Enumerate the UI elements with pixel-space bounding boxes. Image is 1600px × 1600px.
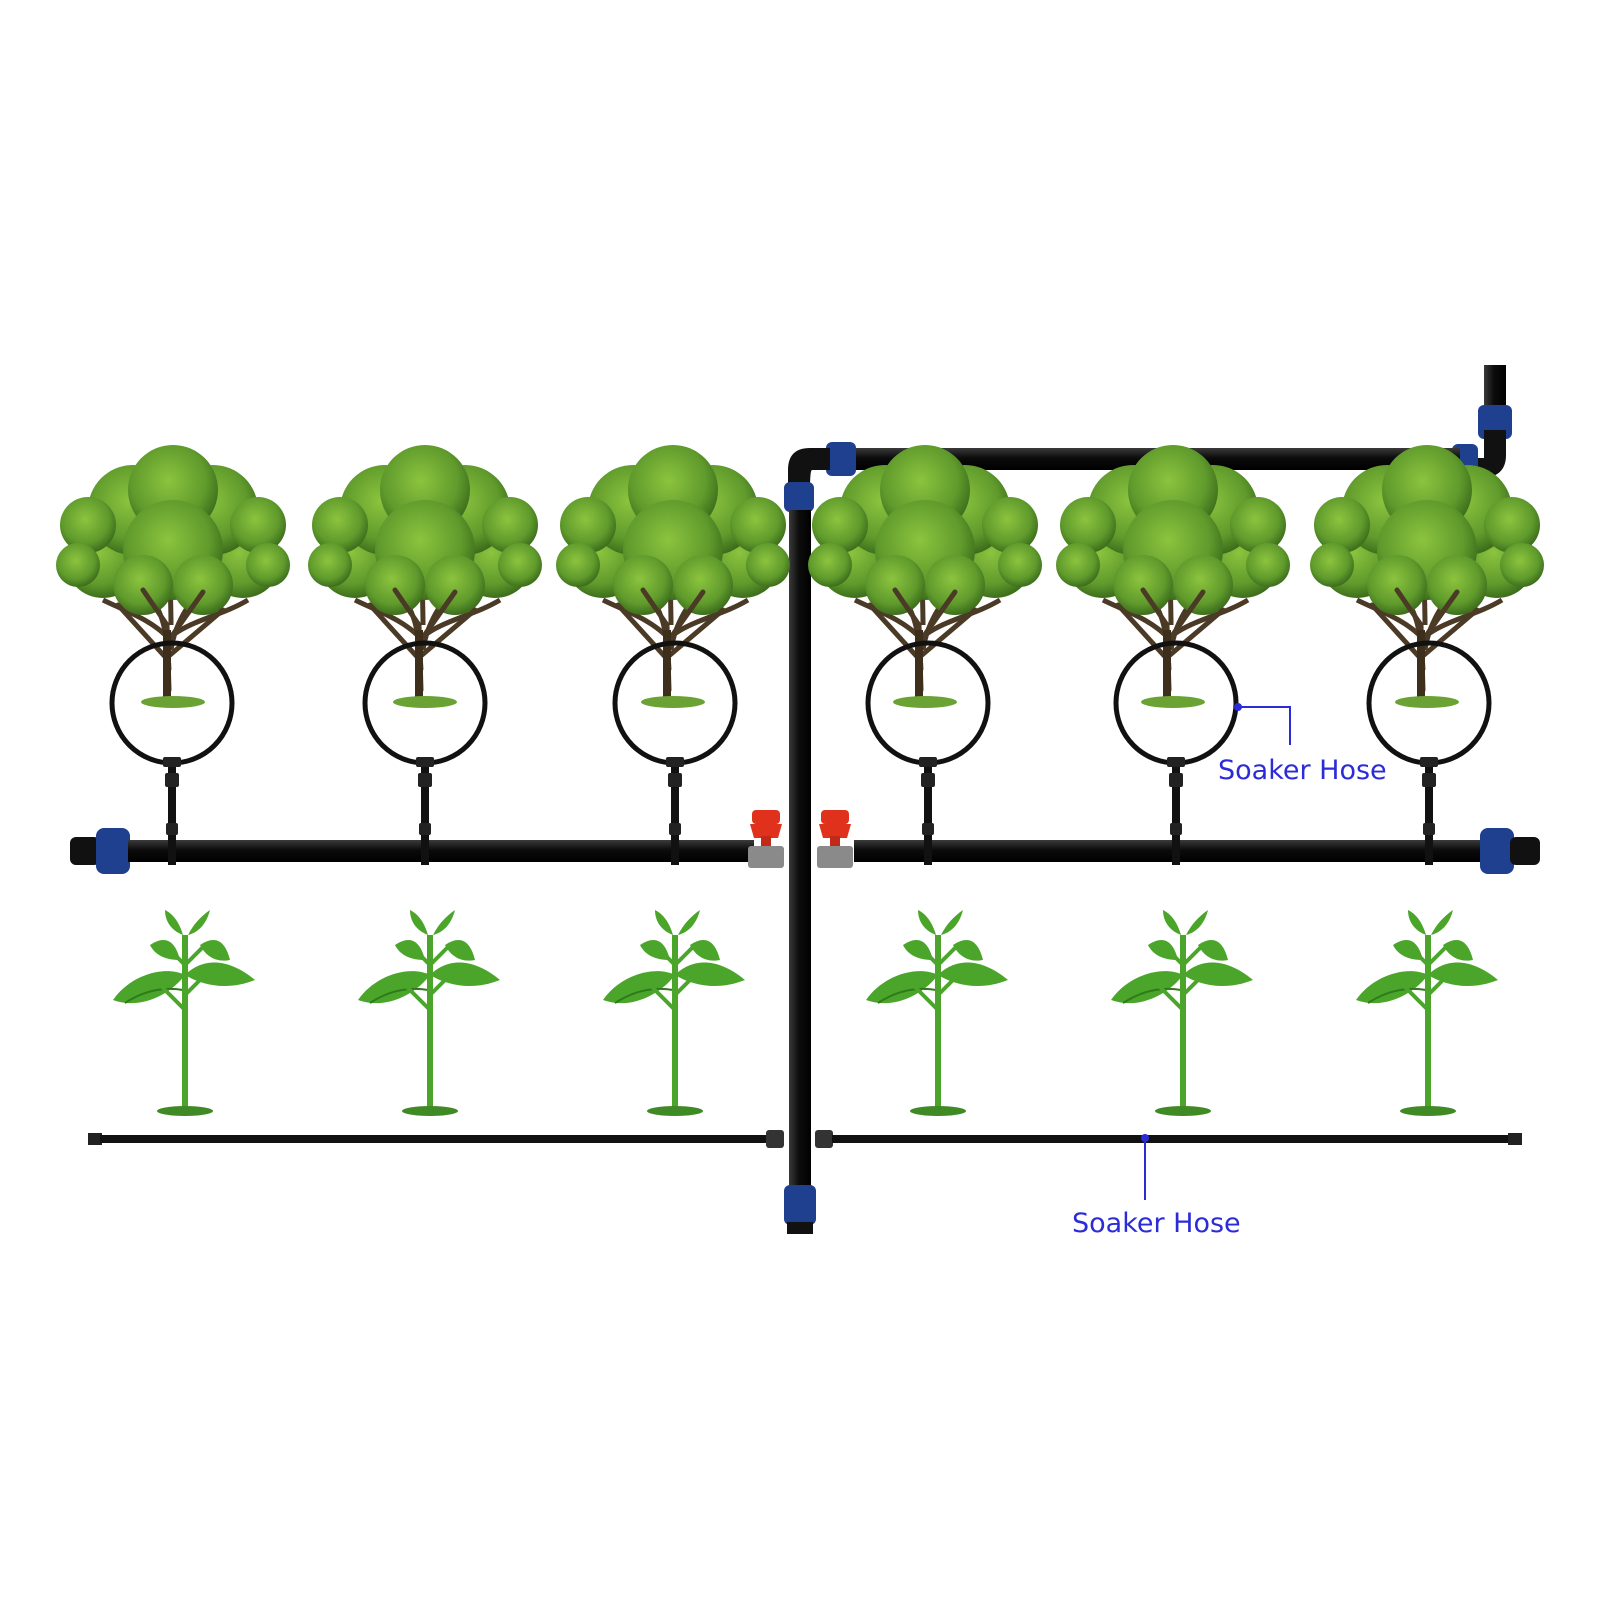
callout-leader-bottom xyxy=(1141,1134,1149,1200)
soaker-hose-line xyxy=(88,1130,1522,1148)
soaker-hose-ring xyxy=(1116,643,1236,865)
seedling xyxy=(113,910,255,1116)
tree xyxy=(808,445,1042,708)
tree xyxy=(1310,445,1544,708)
seedling xyxy=(358,910,500,1116)
soaker-hose-ring-label: Soaker Hose xyxy=(1218,755,1387,786)
tree xyxy=(308,445,542,708)
tree xyxy=(556,445,790,708)
tree xyxy=(56,445,290,708)
right-valve[interactable] xyxy=(817,810,853,868)
seedling xyxy=(1356,910,1498,1116)
soaker-hose-ring xyxy=(868,643,988,865)
seedling xyxy=(866,910,1008,1116)
soaker-hose-ring xyxy=(615,643,735,865)
seedling xyxy=(603,910,745,1116)
soaker-hose-ring xyxy=(112,643,232,865)
soaker-hose-line-label: Soaker Hose xyxy=(1072,1208,1241,1239)
callout-leader-top xyxy=(1234,703,1291,745)
tree xyxy=(1056,445,1290,708)
soaker-hose-ring xyxy=(1369,643,1489,865)
seedling xyxy=(1111,910,1253,1116)
distribution-pipe xyxy=(70,828,1540,874)
left-valve[interactable] xyxy=(748,810,784,868)
soaker-hose-ring xyxy=(365,643,485,865)
